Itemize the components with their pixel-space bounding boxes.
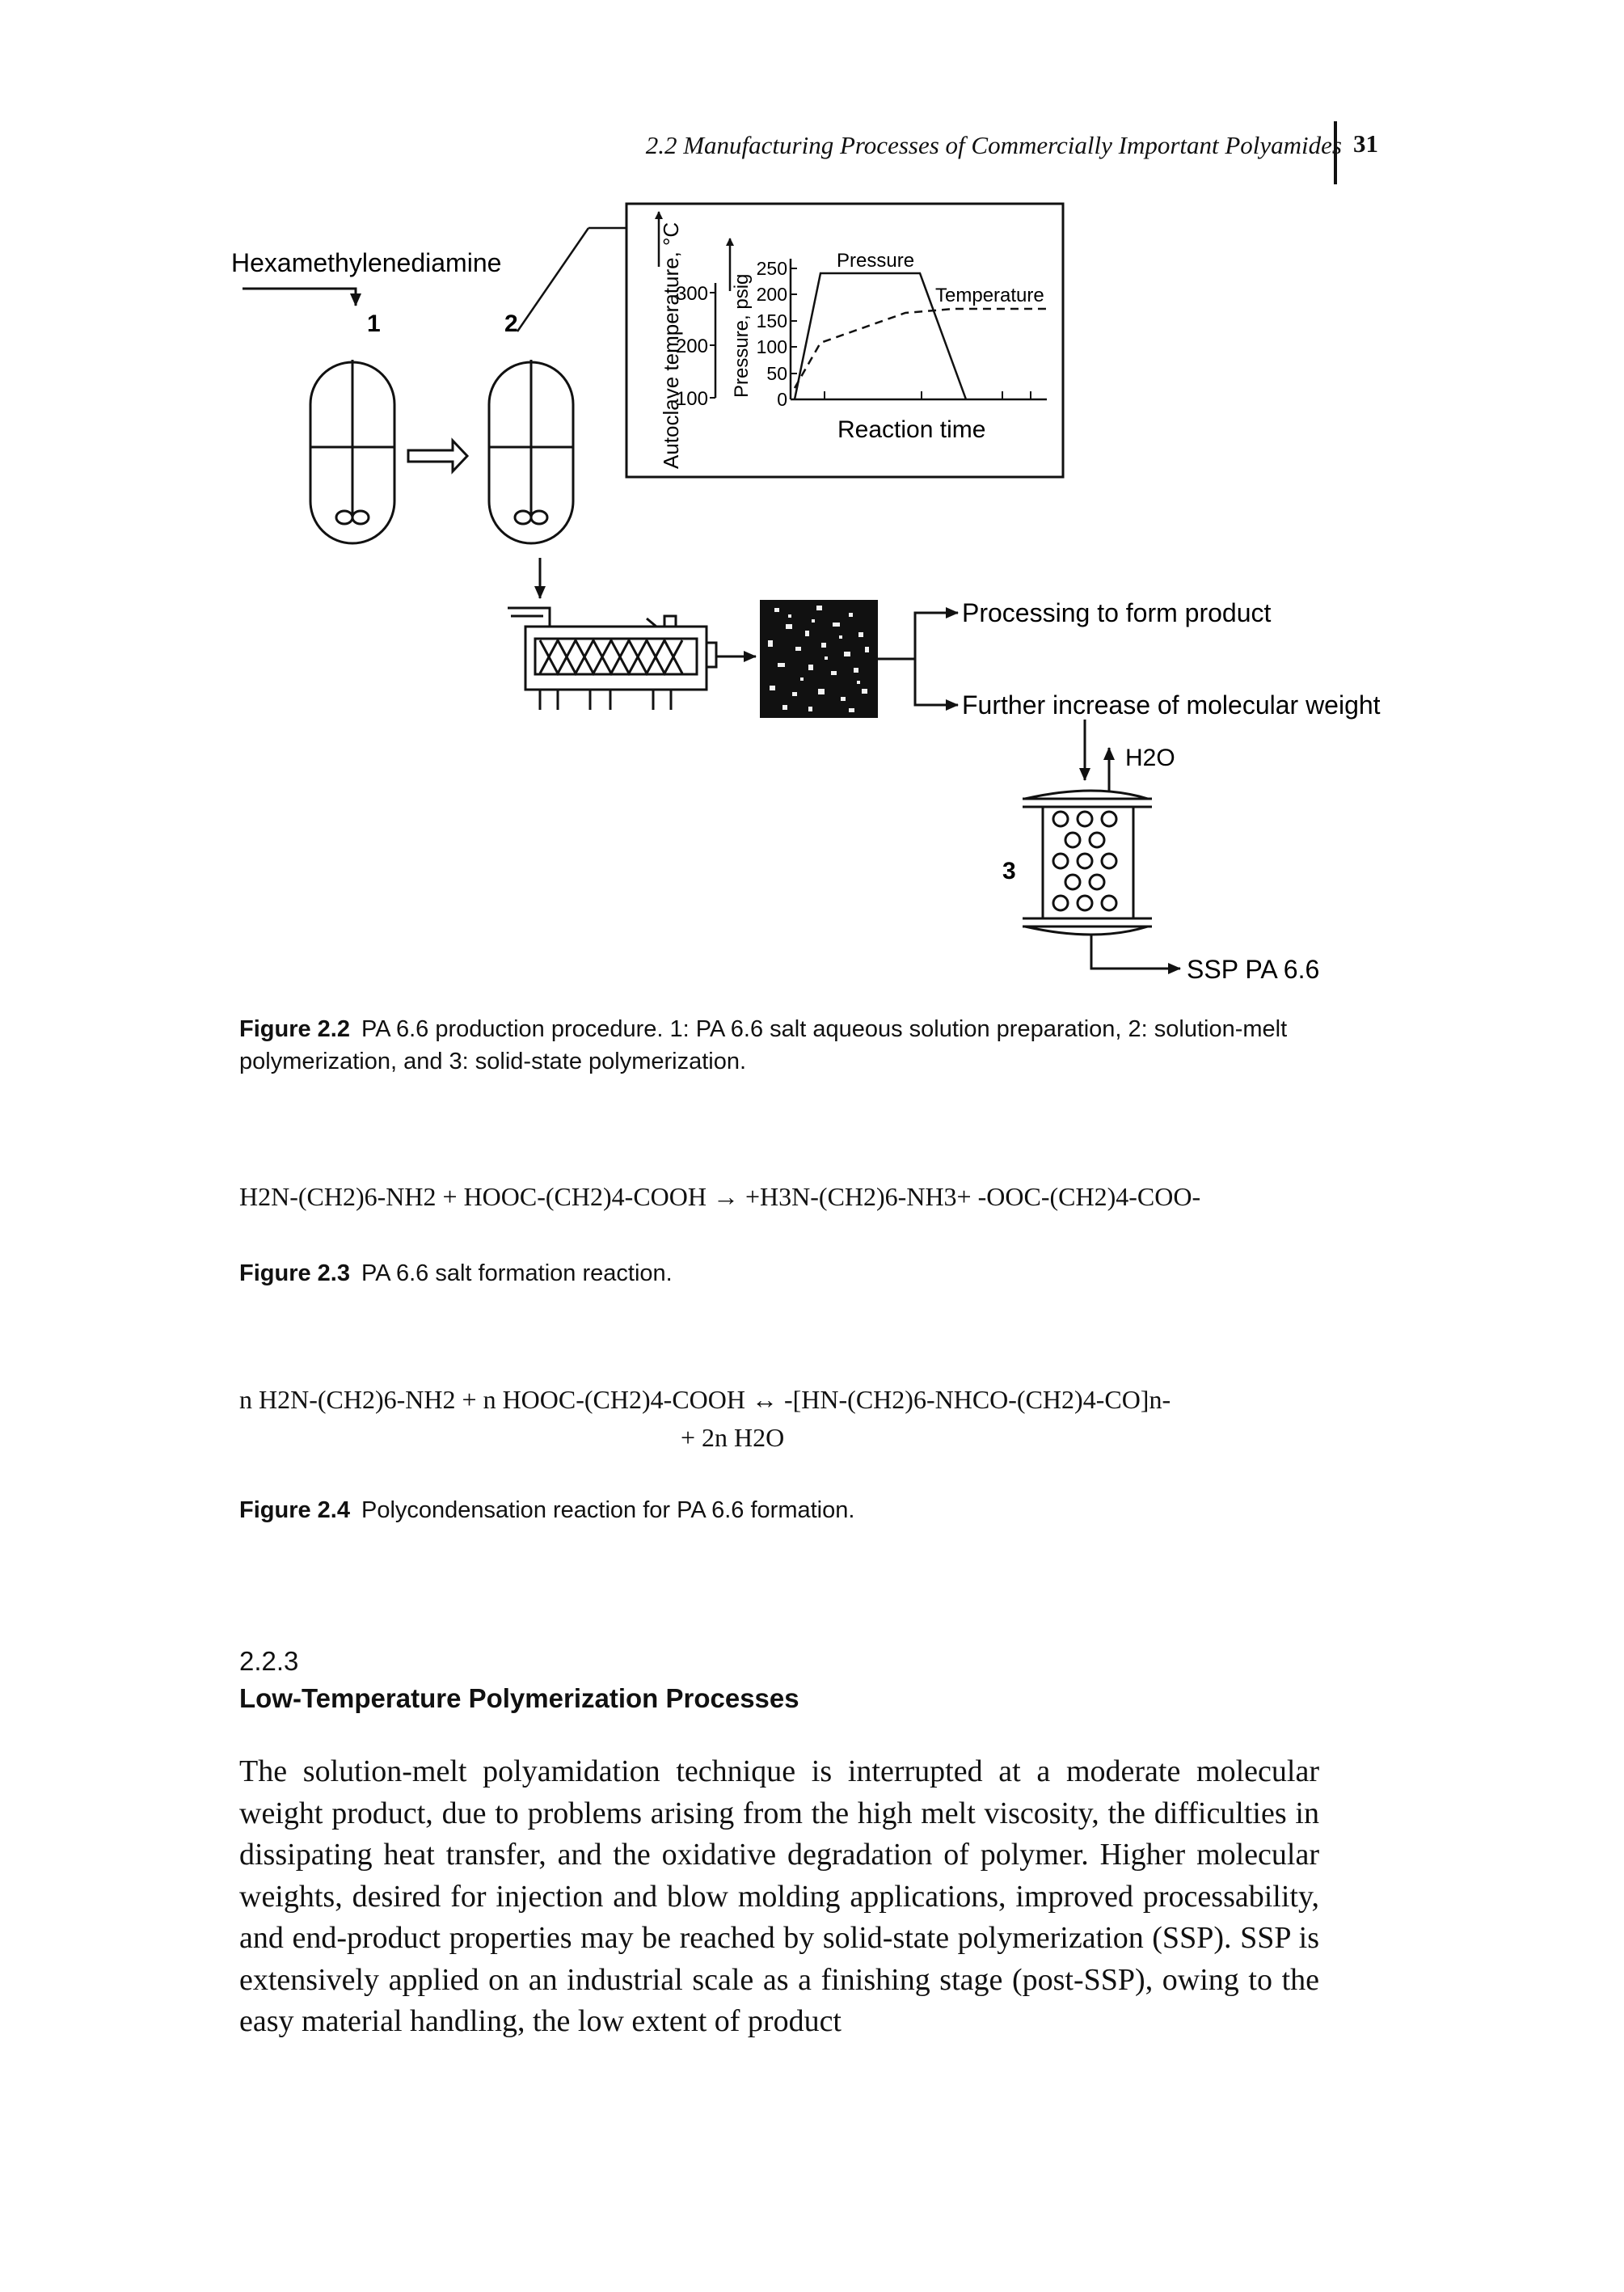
branch-further-label: Further increase of molecular weight bbox=[962, 690, 1381, 720]
ssp-output-label: SSP PA 6.6 bbox=[1187, 955, 1319, 984]
inset-y2-tick: 150 bbox=[757, 310, 787, 331]
vessel-2 bbox=[487, 360, 575, 545]
extruder bbox=[508, 606, 718, 710]
figure-2-2-diagram: Hexamethylenediamine 1 2 Autoclave tempe… bbox=[231, 202, 1381, 984]
ssp-output-arrow bbox=[1090, 935, 1181, 974]
section-number: 2.2.3 bbox=[239, 1646, 299, 1676]
header-rule bbox=[1334, 121, 1337, 184]
inset-y1-tick: 200 bbox=[676, 336, 708, 357]
figure-2-3-caption-text: PA 6.6 salt formation reaction. bbox=[361, 1260, 673, 1286]
branch-processing-label: Processing to form product bbox=[962, 598, 1272, 627]
pellet-block bbox=[760, 600, 878, 718]
body-paragraph: The solution-melt polyamidation techniqu… bbox=[239, 1754, 1319, 2038]
figure-2-4-caption: Figure 2.4 Polycondensation reaction for … bbox=[239, 1494, 1355, 1526]
step-3-label: 3 bbox=[1002, 858, 1016, 884]
page-number: 31 bbox=[1353, 129, 1378, 158]
inset-y1-axis-label: Autoclave temperature, °C bbox=[659, 222, 683, 469]
inset-y2-tick: 250 bbox=[757, 258, 787, 279]
figure-2-4-caption-text: Polycondensation reaction for PA 6.6 for… bbox=[361, 1497, 855, 1523]
step-1-label: 1 bbox=[367, 310, 381, 337]
step-2-label: 2 bbox=[504, 310, 518, 337]
figure-2-2-caption-text: PA 6.6 production procedure. 1: PA 6.6 s… bbox=[239, 1016, 1288, 1074]
branch-arrow-further bbox=[913, 659, 959, 711]
figure-2-3-label: Figure 2.3 bbox=[239, 1260, 350, 1286]
figure-2-3-caption: Figure 2.3 PA 6.6 salt formation reaction… bbox=[239, 1257, 1355, 1290]
pressure-curve bbox=[793, 272, 968, 400]
inset-y1-tick: 300 bbox=[676, 283, 708, 305]
inset-y2-axis-label: Pressure, psig bbox=[731, 274, 753, 398]
figure-2-3-equation: H2N-(CH2)6-NH2 + HOOC-(CH2)4-COOH → +H3N… bbox=[239, 1182, 1201, 1211]
water-label: H2O bbox=[1125, 745, 1175, 771]
inset-temperature-label: Temperature bbox=[935, 285, 1044, 306]
temperature-curve bbox=[793, 307, 1047, 389]
running-title: 2.2 Manufacturing Processes of Commercia… bbox=[645, 131, 1342, 159]
transfer-arrow bbox=[407, 437, 470, 475]
inset-y2-tick: 100 bbox=[757, 336, 787, 357]
figure-2-4-label: Figure 2.4 bbox=[239, 1497, 350, 1523]
inset-y2-tick: 50 bbox=[766, 363, 787, 384]
section-title: Low-Temperature Polymerization Processes bbox=[239, 1683, 799, 1713]
figure-2-2-label: Figure 2.2 bbox=[239, 1016, 350, 1042]
branch-arrow-processing bbox=[913, 607, 959, 659]
feed-arrow bbox=[243, 287, 361, 306]
ssp-reactor bbox=[1023, 789, 1152, 936]
figure-2-4-equation-line-1: n H2N-(CH2)6-NH2 + n HOOC-(CH2)4-COOH ↔ … bbox=[239, 1385, 1171, 1414]
inset-connector-top bbox=[516, 227, 590, 332]
inset-y2-tick: 200 bbox=[757, 284, 787, 305]
inset-y1-tick: 100 bbox=[676, 388, 708, 410]
figure-2-4-equation-line-2: + 2n H2O bbox=[681, 1423, 785, 1452]
vessel-1 bbox=[309, 360, 396, 545]
inset-x-axis-label: Reaction time bbox=[837, 416, 985, 443]
feed-label: Hexamethylenediamine bbox=[231, 248, 501, 277]
inset-pressure-label: Pressure bbox=[837, 250, 914, 272]
inset-temperature-pressure-chart: Autoclave temperature, °C Pressure, psig… bbox=[625, 202, 1065, 479]
inset-y2-tick: 0 bbox=[777, 389, 787, 410]
